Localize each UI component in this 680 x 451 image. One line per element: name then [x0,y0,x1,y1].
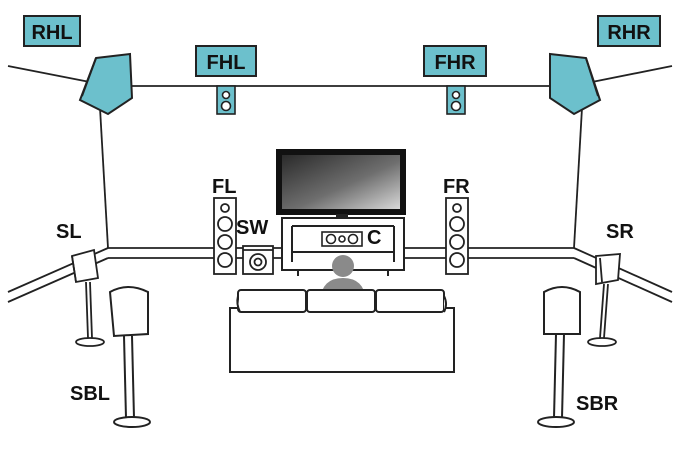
sl-speaker-icon [70,248,105,347]
svg-text:FHR: FHR [434,52,476,74]
c-speaker-icon [321,231,363,247]
label-fl: FL [212,176,236,198]
label-sw: SW [236,217,268,239]
sofa-icon [229,289,455,373]
label-sr: SR [606,221,634,243]
fhl-speaker-icon [216,85,236,115]
sr-speaker-icon [587,253,621,347]
label-fhl: FHL [195,45,257,77]
fhr-speaker-icon [446,85,466,115]
label-sbr: SBR [576,393,619,415]
svg-text:RHL: RHL [31,22,72,44]
rhr-speaker-icon [549,52,602,116]
label-rhr: RHR [597,15,661,47]
label-fhr: FHR [423,45,487,77]
television-icon [276,149,406,224]
rhl-speaker-icon [78,52,134,116]
sbr-speaker-icon [537,286,581,428]
label-rhl: RHL [23,15,81,47]
svg-text:FHL: FHL [207,52,246,74]
label-c: C [367,227,381,249]
label-sbl: SBL [70,383,110,405]
fr-speaker-icon [445,197,469,275]
fl-speaker-icon [213,197,237,275]
svg-text:RHR: RHR [607,22,651,44]
label-fr: FR [443,176,470,198]
label-sl: SL [56,221,82,243]
sbl-speaker-icon [108,286,151,428]
sw-speaker-icon [242,245,274,275]
